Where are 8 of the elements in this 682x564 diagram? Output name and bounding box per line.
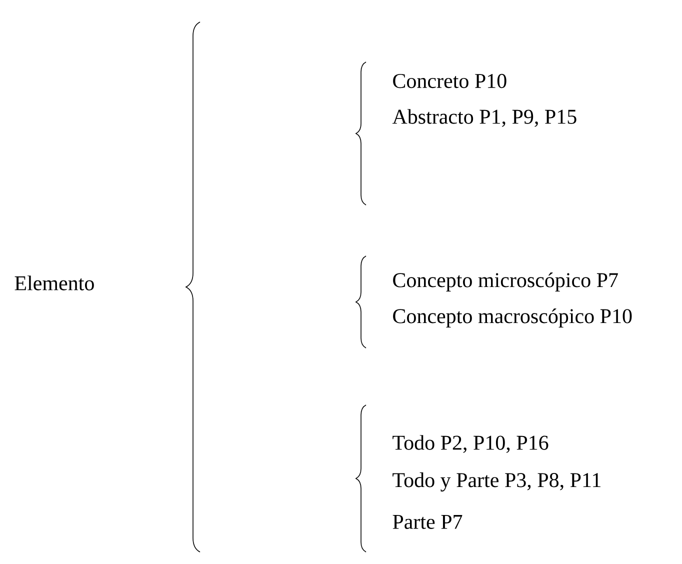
label-text: Concepto macroscópico P10 (393, 308, 632, 328)
label-text: Elemento (14, 276, 94, 290)
label-text: Concepto microscópico P7 (393, 272, 618, 292)
label-text: Todo y Parte P3, P8, P11 (392, 472, 600, 492)
label-text: Concreto P10 (393, 74, 506, 88)
label-text: Todo P2, P10, P16 (392, 435, 548, 453)
label-text: Abstracto P1, P9, P15 (392, 109, 576, 127)
label-text: Parte P7 (392, 515, 462, 529)
